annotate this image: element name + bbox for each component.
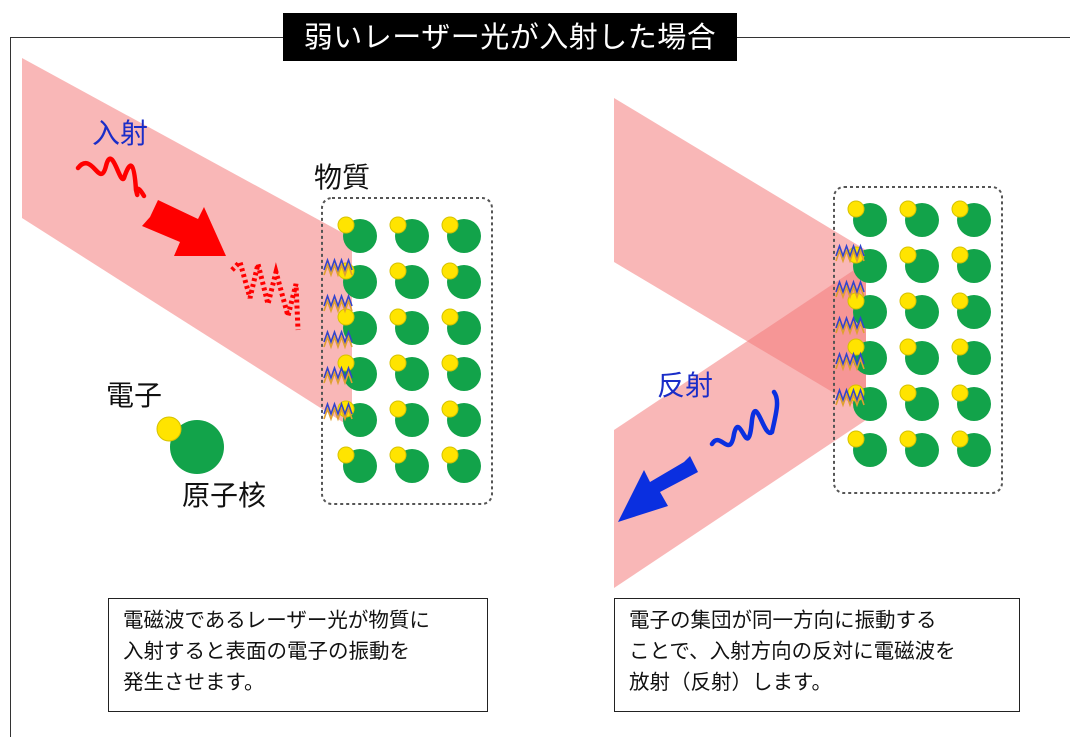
electron-icon	[389, 216, 407, 234]
electron-icon	[441, 308, 459, 326]
electron-icon	[951, 384, 969, 402]
oscillation-wave-icon	[323, 262, 353, 278]
electron-icon	[899, 384, 917, 402]
atom-grid-right	[847, 200, 991, 467]
page-title: 弱いレーザー光が入射した場合	[283, 13, 737, 61]
electron-icon	[389, 262, 407, 280]
oscillation-wave-icon	[323, 257, 353, 273]
reflected-beam	[614, 262, 866, 588]
caption-right-line: ことで、入射方向の反対に電磁波を	[629, 639, 956, 663]
reflect-wave-icon	[709, 389, 780, 448]
oscillation-wave-icon	[323, 370, 353, 386]
oscillation-wave-icon	[835, 387, 865, 403]
surface-oscillation-left	[323, 257, 353, 422]
label-reflection: 反射	[657, 369, 714, 402]
oscillation-wave-icon	[835, 243, 865, 259]
material-box-right	[833, 186, 1003, 494]
incident-arrow-icon	[142, 200, 226, 256]
label-incident: 入射	[92, 117, 149, 150]
caption-left-line: 発生させます。	[123, 670, 265, 694]
electron-icon	[337, 216, 355, 234]
oscillation-wave-icon	[323, 329, 353, 345]
electron-icon	[441, 262, 459, 280]
oscillation-wave-icon	[835, 351, 865, 367]
electron-icon	[899, 200, 917, 218]
oscillation-wave-icon	[323, 298, 353, 314]
legend-electron-icon	[156, 416, 182, 442]
legend-nucleus-icon	[170, 420, 224, 474]
caption-right-line: 電子の集団が同一方向に振動する	[629, 608, 937, 632]
electron-icon	[951, 292, 969, 310]
electron-icon	[951, 430, 969, 448]
material-box-left	[321, 197, 493, 505]
oscillation-wave-icon	[323, 365, 353, 381]
caption-left: 電磁波であるレーザー光が物質に 入射すると表面の電子の振動を 発生させます。	[108, 598, 488, 712]
oscillation-wave-icon	[323, 334, 353, 350]
caption-right-line: 放射（反射）します。	[629, 670, 832, 694]
oscillation-wave-icon	[835, 356, 865, 372]
electron-icon	[389, 308, 407, 326]
electron-icon	[337, 446, 355, 464]
electron-icon	[389, 446, 407, 464]
electron-icon	[389, 400, 407, 418]
caption-left-line: 入射すると表面の電子の振動を	[123, 639, 410, 663]
label-electron: 電子	[106, 379, 163, 412]
electron-icon	[389, 354, 407, 372]
oscillation-wave-icon	[323, 293, 353, 309]
electron-icon	[847, 430, 865, 448]
electron-icon	[337, 308, 355, 326]
electron-icon	[337, 354, 355, 372]
electron-icon	[951, 200, 969, 218]
electron-icon	[951, 338, 969, 356]
oscillation-wave-icon	[835, 279, 865, 295]
electron-icon	[847, 200, 865, 218]
oscillation-wave-icon	[835, 392, 865, 408]
oscillation-wave-icon	[835, 320, 865, 336]
label-material: 物質	[314, 161, 371, 194]
oscillation-wave-icon	[835, 315, 865, 331]
electron-icon	[441, 216, 459, 234]
electron-icon	[899, 338, 917, 356]
electron-icon	[899, 430, 917, 448]
caption-right: 電子の集団が同一方向に振動する ことで、入射方向の反対に電磁波を 放射（反射）し…	[614, 598, 1020, 712]
electron-icon	[847, 338, 865, 356]
electron-icon	[441, 446, 459, 464]
oscillation-wave-icon	[323, 401, 353, 417]
electron-icon	[441, 400, 459, 418]
electron-icon	[441, 354, 459, 372]
electron-icon	[899, 292, 917, 310]
electron-icon	[951, 246, 969, 264]
surface-oscillation-right	[835, 243, 865, 408]
label-nucleus: 原子核	[182, 479, 267, 512]
oscillation-wave-icon	[835, 248, 865, 264]
caption-left-line: 電磁波であるレーザー光が物質に	[123, 608, 430, 632]
atom-grid-left	[337, 216, 481, 483]
incident-wave-icon	[75, 156, 147, 199]
oscillation-wave-icon	[323, 406, 353, 422]
oscillation-wave-icon	[835, 284, 865, 300]
reflect-arrow-icon	[618, 456, 698, 522]
electron-icon	[899, 246, 917, 264]
